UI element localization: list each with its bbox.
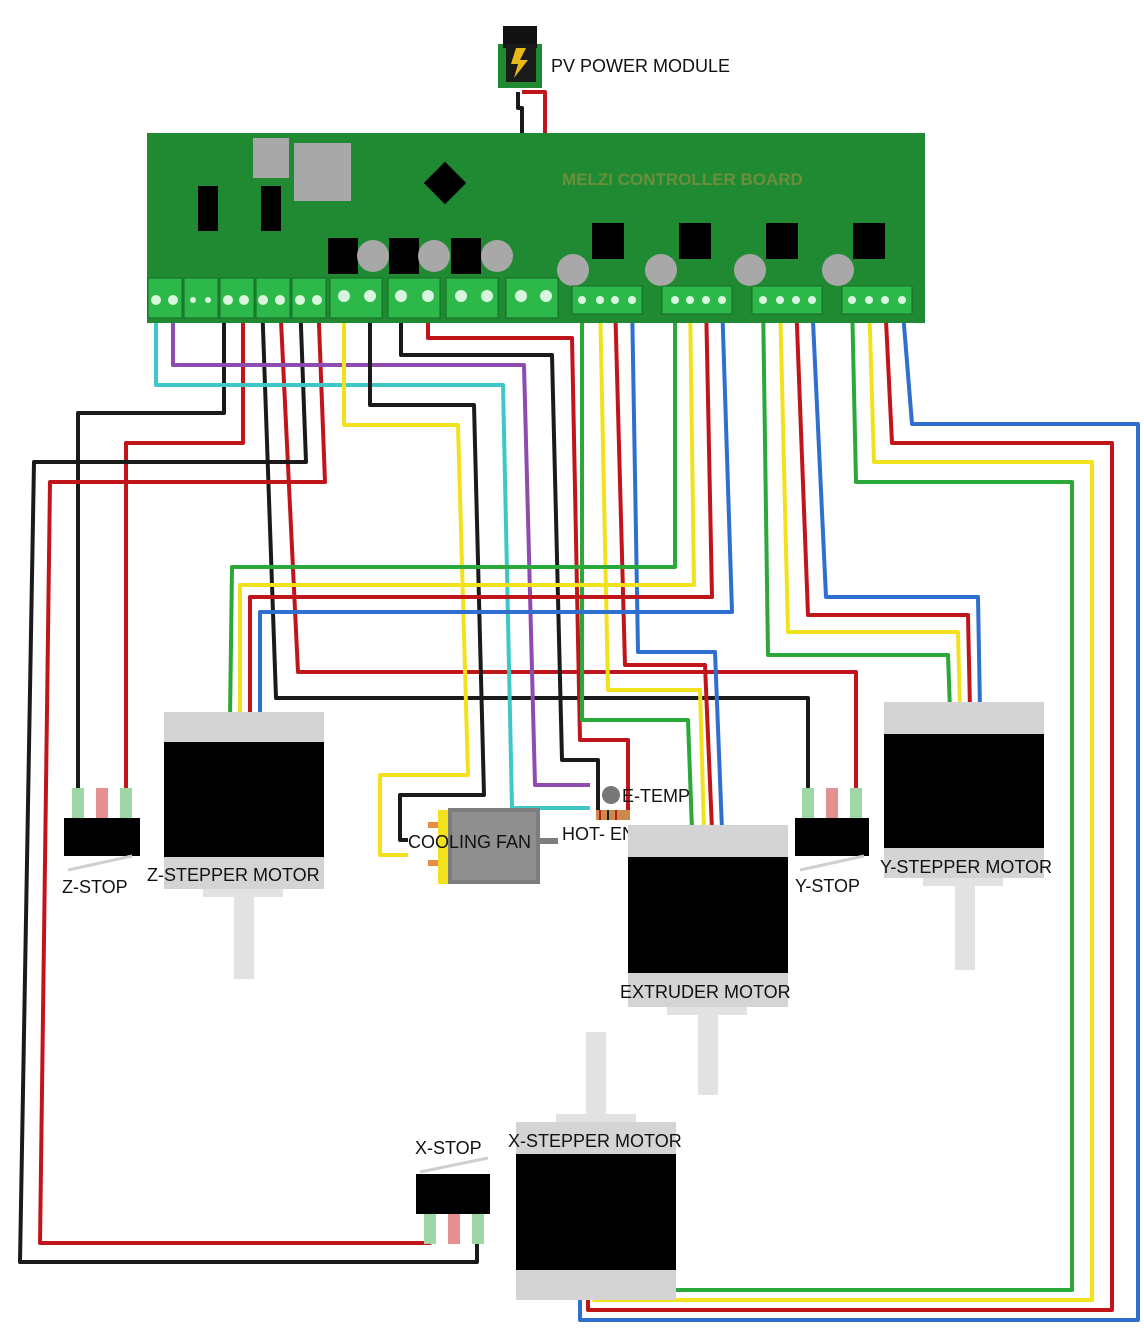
board-fet-block-2 — [389, 238, 419, 274]
power-jack-top — [503, 26, 537, 48]
stepper-driver-y — [766, 223, 798, 259]
z-motor-wire-yellow — [238, 299, 696, 718]
z-stepper-label: Z-STEPPER MOTOR — [147, 865, 320, 885]
board-capacitor-5 — [645, 254, 677, 286]
stepper-driver-e — [592, 223, 624, 259]
extruder-wire-blue — [630, 299, 724, 831]
board-mosfet-2 — [261, 186, 281, 231]
board-capacitor-2 — [418, 240, 450, 272]
y-stepper-label: Y-STEPPER MOTOR — [880, 857, 1052, 877]
board-capacitor-1 — [357, 240, 389, 272]
y-motor-wire-red — [794, 299, 972, 711]
board-capacitor-3 — [481, 240, 513, 272]
x-stepper-motor: X-STEPPER MOTOR — [508, 1032, 682, 1300]
hot-end: E-TEMP HOT- END — [562, 786, 690, 844]
board-chip-grey-large — [294, 143, 351, 201]
y-stop-switch: Y-STOP — [795, 788, 869, 896]
board-capacitor-6 — [734, 254, 766, 286]
fan-wire-yellow — [342, 296, 470, 857]
extruder-wire-yellow — [598, 299, 706, 831]
extruder-wire-green — [580, 300, 694, 831]
board-mosfet-1 — [198, 186, 218, 231]
y-motor-wire-blue — [810, 299, 982, 711]
y-stepper-motor: Y-STEPPER MOTOR — [880, 702, 1052, 970]
z-motor-wire-red — [248, 299, 714, 718]
extruder-wire-red — [613, 299, 714, 831]
fan-wire-black — [368, 296, 486, 842]
z-stop-wire-black — [76, 298, 226, 790]
extruder-label: EXTRUDER MOTOR — [620, 982, 791, 1002]
terminal-bed — [445, 277, 499, 319]
x-stop-switch: X-STOP — [415, 1138, 490, 1244]
extruder-motor: EXTRUDER MOTOR — [620, 825, 791, 1095]
thermistor-wire-purple — [171, 300, 590, 787]
x-motor-wire-blue — [578, 299, 1140, 1322]
z-stop-switch: Z-STOP — [62, 788, 140, 897]
stepper-driver-z — [679, 223, 711, 259]
board-capacitor-7 — [822, 254, 854, 286]
z-stop-wire-red — [124, 298, 245, 790]
y-stop-label: Y-STOP — [795, 876, 860, 896]
stepper-driver-x — [853, 223, 885, 259]
board-fet-block-3 — [451, 238, 481, 274]
heater-wire-red — [426, 296, 630, 812]
lightning-bolt-icon — [511, 48, 528, 78]
melzi-board: MELZI CONTROLLER BOARD — [147, 133, 925, 323]
board-mcu — [423, 161, 467, 205]
x-stepper-label: X-STEPPER MOTOR — [508, 1131, 682, 1151]
hot-end-label: HOT- END — [562, 824, 648, 844]
board-capacitor-4 — [557, 254, 589, 286]
y-motor-wire-yellow — [778, 299, 962, 711]
cooling-fan-icon: COOLING FAN — [408, 808, 558, 884]
y-motor-wire-green — [761, 299, 952, 711]
heater-resistor — [596, 810, 630, 820]
board-chip-grey-small — [253, 138, 289, 178]
cooling-fan-label: COOLING FAN — [408, 832, 531, 852]
power-module: PV POWER MODULE — [498, 26, 730, 88]
e-temp-label: E-TEMP — [622, 786, 690, 806]
heater-wire-black — [399, 296, 600, 812]
thermistor-icon — [602, 786, 620, 804]
power-module-label: PV POWER MODULE — [551, 56, 730, 76]
y-stop-wire-red — [278, 298, 858, 790]
x-motor-wire-red — [586, 299, 1114, 1312]
x-stop-label: X-STOP — [415, 1138, 482, 1158]
terminal-unused-1 — [183, 277, 219, 319]
z-motor-wire-green — [228, 300, 677, 719]
z-stop-label: Z-STOP — [62, 877, 128, 897]
terminal-screws — [151, 290, 906, 305]
z-motor-wire-blue — [258, 299, 734, 718]
board-fet-block-1 — [328, 238, 358, 274]
board-label: MELZI CONTROLLER BOARD — [562, 170, 803, 189]
z-stepper-motor: Z-STEPPER MOTOR — [147, 712, 324, 979]
